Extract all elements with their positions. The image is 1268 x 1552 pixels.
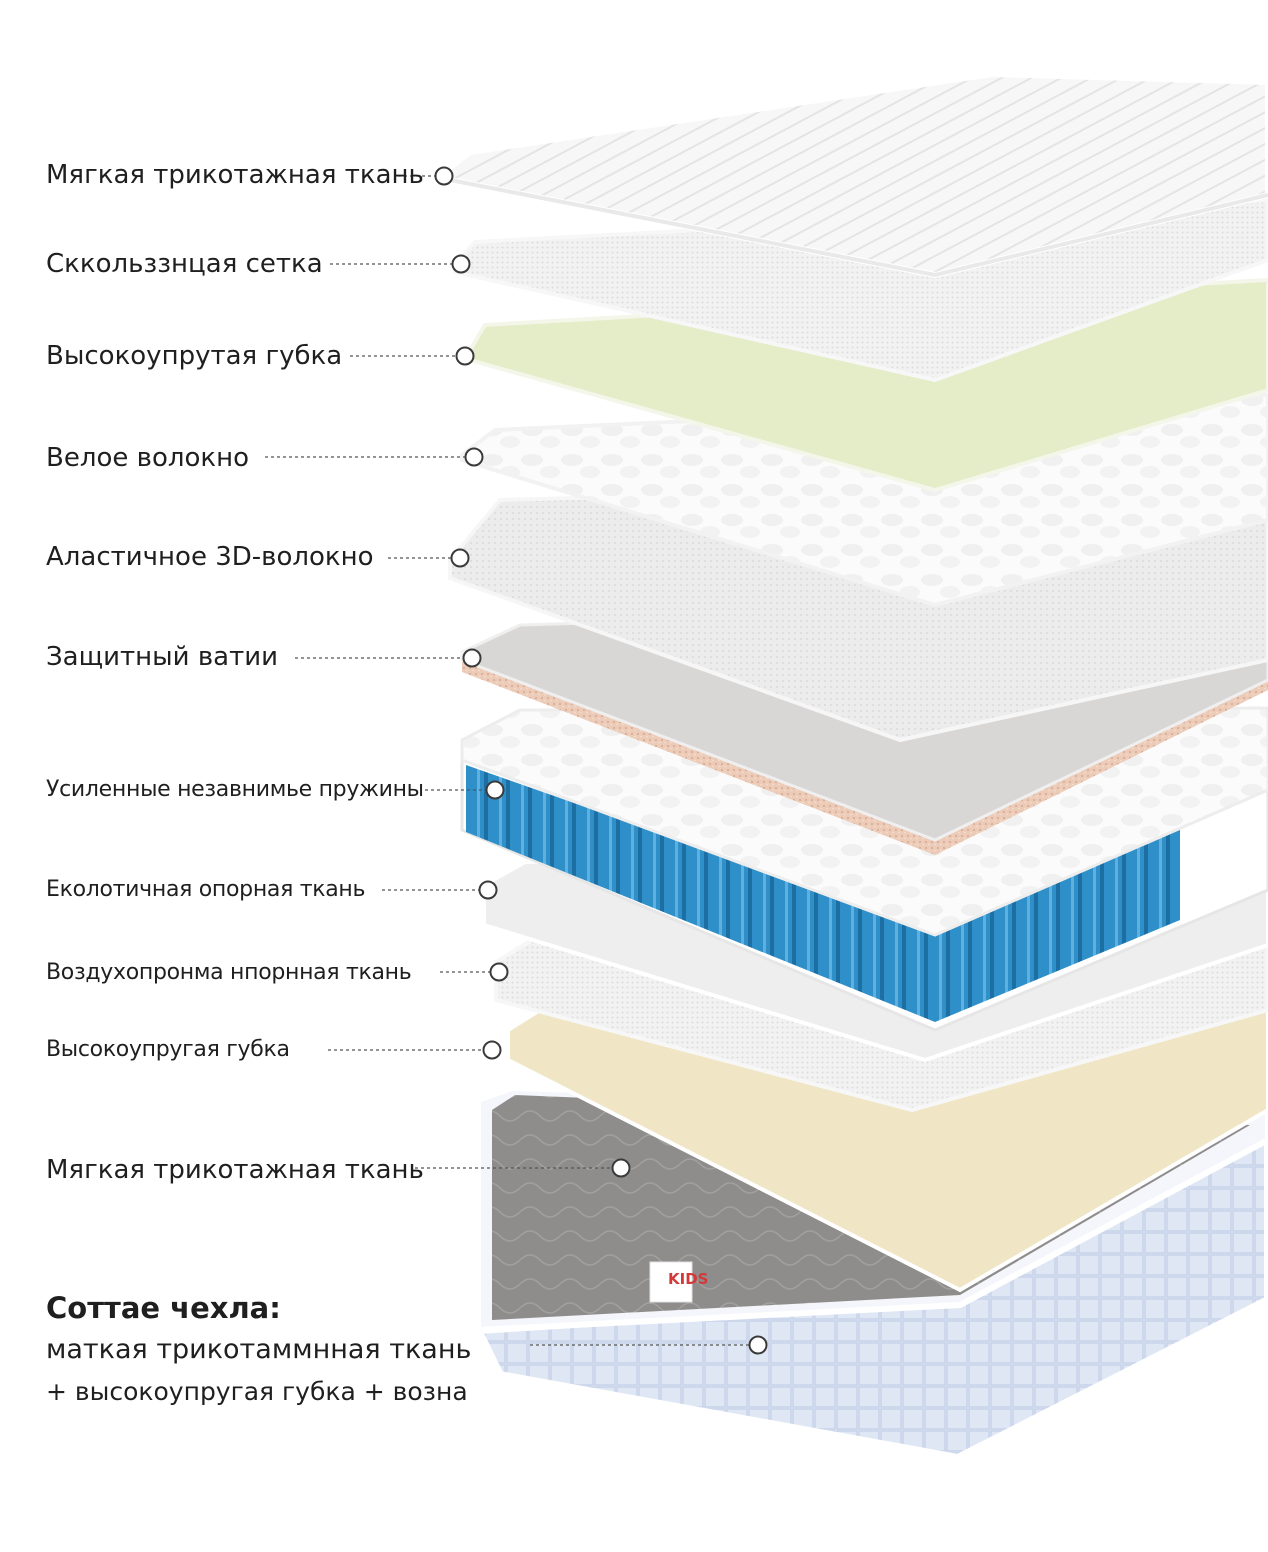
leader-marker-7 — [487, 782, 504, 799]
layer-label-3: Высокоупрутая губка — [46, 341, 342, 371]
brand-badge: KIDS — [668, 1270, 708, 1288]
leader-marker-2 — [453, 256, 470, 273]
cover-title: Соттае чехла: — [46, 1288, 471, 1328]
layer-label-6: Защитный ватии — [46, 642, 278, 672]
layer-label-11: Мягкая трикотажная ткань — [46, 1155, 424, 1185]
leader-marker-11 — [613, 1160, 630, 1177]
layer-label-1: Мягкая трикотажная ткань — [46, 160, 424, 190]
layer-label-2: Скколь­ззнцая сетка — [46, 249, 323, 279]
leader-marker-8 — [480, 882, 497, 899]
cover-composition: Соттае чехла: матка­я трикота­ммнная тка… — [46, 1288, 471, 1412]
layer-label-8: Еколотичная опорная ткань — [46, 877, 365, 902]
layer-label-5: Аластичное 3D-волокно — [46, 542, 374, 572]
leader-marker-4 — [466, 449, 483, 466]
leader-marker-5 — [452, 550, 469, 567]
leader-marker-6 — [464, 650, 481, 667]
cover-line-2: + высокоупругая губка + возна — [46, 1372, 471, 1412]
leader-marker-12 — [750, 1337, 767, 1354]
cover-line-1: матка­я трикота­ммнная ткань — [46, 1328, 471, 1372]
leader-marker-1 — [436, 168, 453, 185]
layer-label-9: Воздухопронма нпорнная ткань — [46, 960, 411, 985]
leader-marker-9 — [491, 964, 508, 981]
leader-marker-10 — [484, 1042, 501, 1059]
layer-label-4: Велое волокно — [46, 443, 249, 473]
leader-marker-3 — [457, 348, 474, 365]
layer-label-7: Усиленные незавнимье пружины — [46, 777, 424, 802]
layer-label-10: Высокоупругая губка — [46, 1037, 290, 1062]
